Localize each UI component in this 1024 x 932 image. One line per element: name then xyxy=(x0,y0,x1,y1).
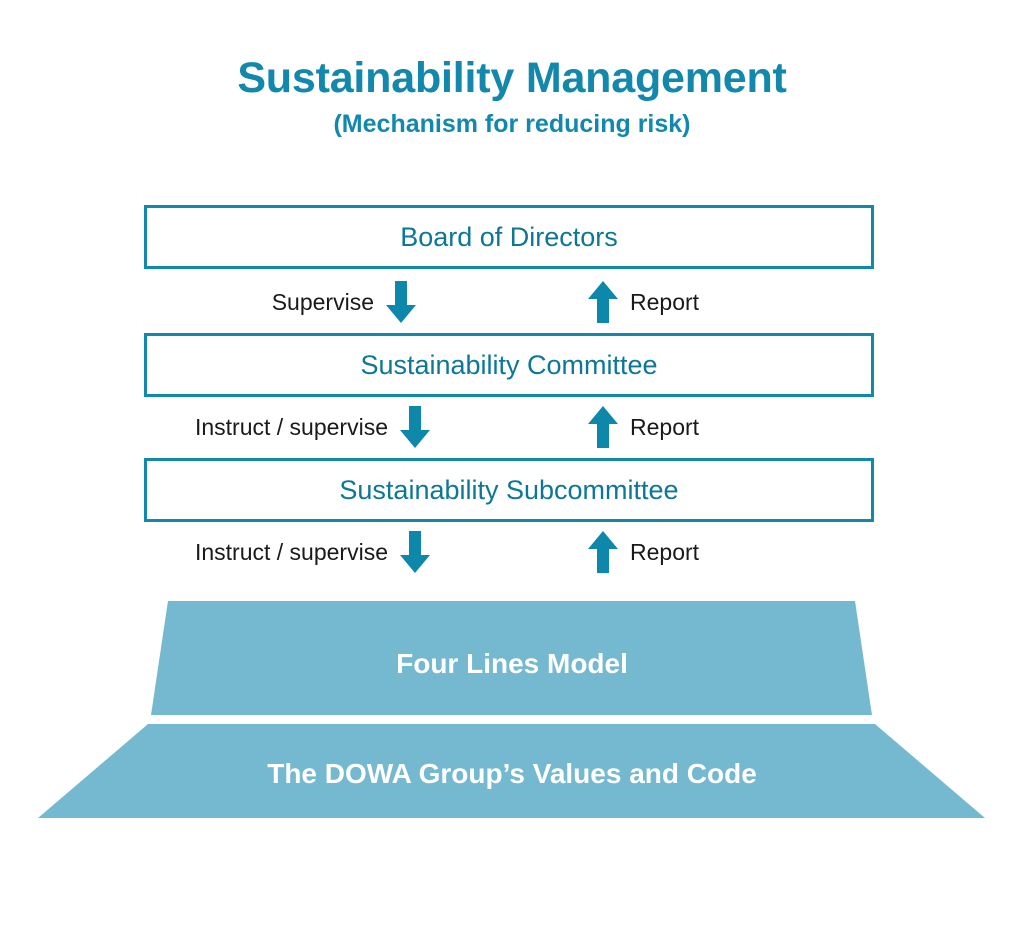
box-board-of-directors[interactable]: Board of Directors xyxy=(144,205,874,269)
arrow-up-icon xyxy=(588,406,618,448)
box-sustainability-subcommittee[interactable]: Sustainability Subcommittee xyxy=(144,458,874,522)
flow-row-subcommittee-to-base: Instruct / supervise Report xyxy=(0,531,1024,573)
flow-row-board-to-committee: Supervise Report xyxy=(0,281,1024,323)
flow-row-committee-to-subcommittee: Instruct / supervise Report xyxy=(0,406,1024,448)
page-title: Sustainability Management xyxy=(237,54,787,102)
flow-down-label: Supervise xyxy=(271,288,374,315)
flow-up-label: Report xyxy=(630,413,700,440)
flow-up-label: Report xyxy=(630,288,700,315)
flow-down-label: Instruct / supervise xyxy=(194,538,388,565)
flow-up-group: Report xyxy=(588,281,699,323)
box-label: Sustainability Committee xyxy=(360,349,658,380)
flow-down-group: Instruct / supervise xyxy=(195,406,430,448)
flow-up-group: Report xyxy=(588,406,699,448)
arrow-up-icon xyxy=(588,281,618,323)
flow-down-group: Supervise xyxy=(272,281,416,323)
box-label: Sustainability Subcommittee xyxy=(339,474,679,505)
flow-down-group: Instruct / supervise xyxy=(195,531,430,573)
title-block: Sustainability Management (Mechanism for… xyxy=(0,55,1024,139)
flow-up-label: Report xyxy=(630,538,700,565)
flow-down-label: Instruct / supervise xyxy=(194,413,388,440)
box-sustainability-committee[interactable]: Sustainability Committee xyxy=(144,333,874,397)
pyramid-upper-label: Four Lines Model xyxy=(396,648,628,679)
arrow-down-icon xyxy=(386,281,416,323)
pyramid-lower-label: The DOWA Group’s Values and Code xyxy=(267,758,757,789)
arrow-down-icon xyxy=(400,406,430,448)
box-label: Board of Directors xyxy=(400,221,618,252)
arrow-up-icon xyxy=(588,531,618,573)
flow-up-group: Report xyxy=(588,531,699,573)
page-subtitle: (Mechanism for reducing risk) xyxy=(333,110,691,139)
arrow-down-icon xyxy=(400,531,430,573)
